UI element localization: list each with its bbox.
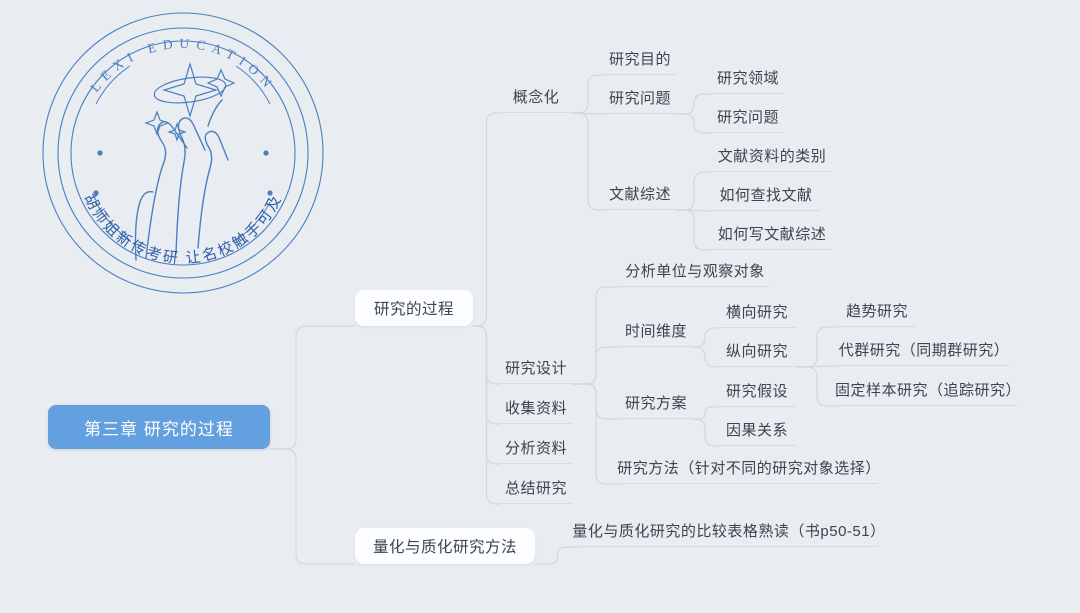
node-conceptualization-label: 概念化 [512, 89, 560, 106]
node-cross-sectional-label: 横向研究 [726, 304, 789, 321]
node-comparison-table-label: 量化与质化研究的比较表格熟读（书p50-51） [572, 523, 886, 540]
connector-e_long-to-f_cohort [795, 365, 839, 368]
connector-c_design-to-d_time [572, 346, 620, 385]
connector-d_time-to-e_cross [692, 327, 718, 348]
connector-root-to-b1 [270, 325, 355, 450]
connector-e_long-to-f_trend [796, 326, 838, 368]
node-collect-data[interactable]: 收集资料 [500, 392, 572, 424]
node-research-question-label: 研究问题 [609, 90, 672, 107]
node-research-purpose[interactable]: 研究目的 [604, 43, 676, 75]
node-literature-types[interactable]: 文献资料的类别 [712, 140, 832, 172]
node-analysis-unit-label: 分析单位与观察对象 [625, 263, 765, 280]
node-literature-review[interactable]: 文献综述 [604, 178, 676, 210]
connector-b1-to-c_collect [473, 325, 500, 425]
connector-d_question-to-e_field [676, 93, 712, 115]
connector-d_review-to-e_write [676, 209, 712, 251]
node-time-dimension[interactable]: 时间维度 [620, 315, 692, 347]
connector-c_concept-to-d_review [572, 112, 604, 211]
connector-d_question-to-e_question [676, 113, 712, 134]
node-research-field[interactable]: 研究领域 [712, 62, 784, 94]
node-literature-review-label: 文献综述 [609, 186, 672, 203]
node-trend-study-label: 趋势研究 [846, 303, 909, 320]
node-research-question[interactable]: 研究问题 [604, 82, 676, 114]
node-question-detail[interactable]: 研究问题 [712, 101, 784, 133]
connector-b1-to-c_conclude [473, 325, 500, 505]
root-node[interactable]: 第三章 研究的过程 [48, 405, 270, 449]
node-causality[interactable]: 因果关系 [718, 414, 796, 446]
branch-research-process[interactable]: 研究的过程 [355, 290, 473, 326]
node-cross-sectional[interactable]: 横向研究 [718, 296, 796, 328]
node-collect-data-label: 收集资料 [505, 400, 568, 417]
connector-d_plan-to-e_hypo [692, 406, 718, 420]
connector-c_design-to-d_plan [572, 383, 620, 420]
node-panel-study[interactable]: 固定样本研究（追踪研究） [835, 374, 1022, 406]
connector-c_design-to-d_method [572, 383, 620, 485]
node-research-plan[interactable]: 研究方案 [620, 387, 692, 419]
node-cohort-study[interactable]: 代群研究（同期群研究） [838, 334, 1010, 366]
node-research-method-label: 研究方法（针对不同的研究对象选择） [617, 460, 881, 477]
node-conceptualization[interactable]: 概念化 [500, 81, 572, 113]
connector-c_concept-to-d_purpose [572, 74, 604, 114]
node-analysis-unit[interactable]: 分析单位与观察对象 [620, 255, 770, 287]
branch-quant-qual-label: 量化与质化研究方法 [372, 539, 517, 556]
node-research-design[interactable]: 研究设计 [500, 352, 572, 384]
node-literature-types-label: 文献资料的类别 [717, 148, 827, 165]
connector-d_plan-to-e_causal [692, 418, 718, 447]
connector-b1-to-c_concept [473, 112, 500, 327]
node-hypothesis[interactable]: 研究假设 [718, 375, 796, 407]
branch-research-process-label: 研究的过程 [373, 301, 454, 318]
connector-d_review-to-e_find [675, 209, 713, 212]
brand-logo: LEXI EDUCATION 胡师姐新传考研 让名校触手可及 [42, 12, 324, 294]
node-research-design-label: 研究设计 [505, 360, 568, 377]
node-cohort-study-label: 代群研究（同期群研究） [838, 342, 1010, 359]
branch-quant-qual[interactable]: 量化与质化研究方法 [355, 528, 535, 564]
connector-root-to-b2 [270, 448, 355, 565]
connector-b1-to-c_design [473, 325, 500, 385]
node-longitudinal-label: 纵向研究 [726, 343, 789, 360]
node-how-to-write[interactable]: 如何写文献综述 [712, 218, 832, 250]
node-research-plan-label: 研究方案 [625, 395, 688, 412]
connector-b2-to-g_table [535, 546, 580, 565]
node-how-to-find[interactable]: 如何查找文献 [712, 179, 820, 211]
node-research-method[interactable]: 研究方法（针对不同的研究对象选择） [617, 452, 881, 484]
node-how-to-write-label: 如何写文献综述 [717, 226, 827, 243]
connector-d_review-to-e_cat [676, 171, 712, 211]
node-longitudinal[interactable]: 纵向研究 [718, 335, 796, 367]
node-hypothesis-label: 研究假设 [726, 383, 789, 400]
connector-c_concept-to-d_question [571, 112, 605, 115]
node-time-dimension-label: 时间维度 [625, 323, 688, 340]
node-research-field-label: 研究领域 [717, 70, 780, 87]
connector-c_design-to-d_unit [572, 286, 620, 385]
root-node-label: 第三章 研究的过程 [84, 419, 234, 439]
node-analyze-data[interactable]: 分析资料 [500, 432, 572, 464]
node-analyze-data-label: 分析资料 [505, 440, 568, 457]
node-research-purpose-label: 研究目的 [609, 51, 672, 68]
connector-e_long-to-f_panel [796, 366, 838, 407]
node-how-to-find-label: 如何查找文献 [719, 187, 813, 204]
node-summarize[interactable]: 总结研究 [500, 472, 572, 504]
node-question-detail-label: 研究问题 [717, 109, 780, 126]
logo-brand-top: LEXI EDUCATION [87, 36, 279, 95]
node-trend-study[interactable]: 趋势研究 [838, 295, 916, 327]
node-summarize-label: 总结研究 [505, 480, 568, 497]
node-panel-study-label: 固定样本研究（追踪研究） [835, 382, 1022, 399]
connector-b1-to-c_analyze [473, 325, 500, 465]
node-comparison-table[interactable]: 量化与质化研究的比较表格熟读（书p50-51） [572, 515, 885, 547]
connector-d_time-to-e_long [692, 346, 718, 368]
node-causality-label: 因果关系 [726, 422, 789, 439]
